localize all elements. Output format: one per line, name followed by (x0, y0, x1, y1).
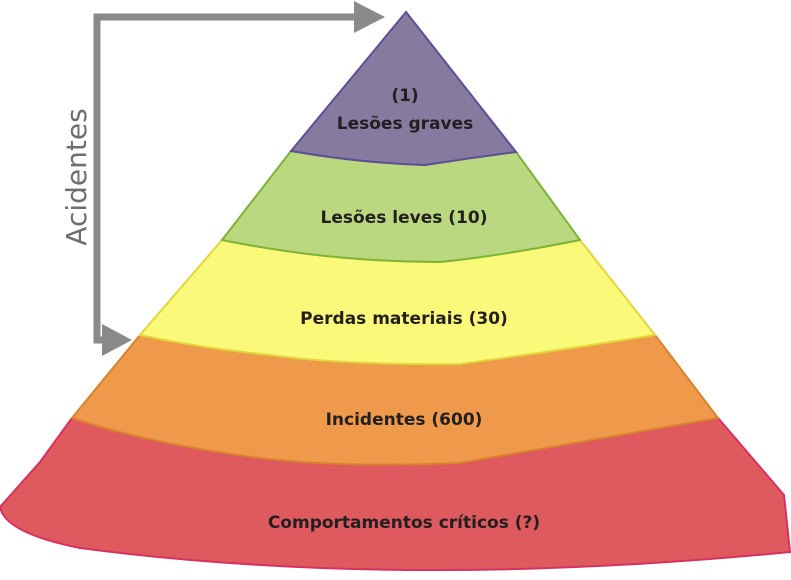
tier1-count-label: (1) (391, 86, 418, 106)
tier5-label: Comportamentos críticos (?) (268, 513, 540, 533)
accidents-bracket-arrow: Acidentes (60, 1, 385, 356)
tier1-name-label: Lesões graves (337, 114, 473, 134)
tier4-label: Incidentes (600) (326, 410, 483, 430)
accidents-side-label: Acidentes (60, 108, 93, 245)
arrow-head-bottom-icon (102, 324, 132, 356)
tier2-label: Lesões leves (10) (321, 208, 488, 228)
pyramid-tier-serious-injuries (289, 10, 518, 167)
pyramid-tier-minor-injuries (220, 149, 582, 264)
arrow-head-top-icon (354, 1, 385, 33)
tier3-label: Perdas materiais (30) (300, 309, 508, 329)
